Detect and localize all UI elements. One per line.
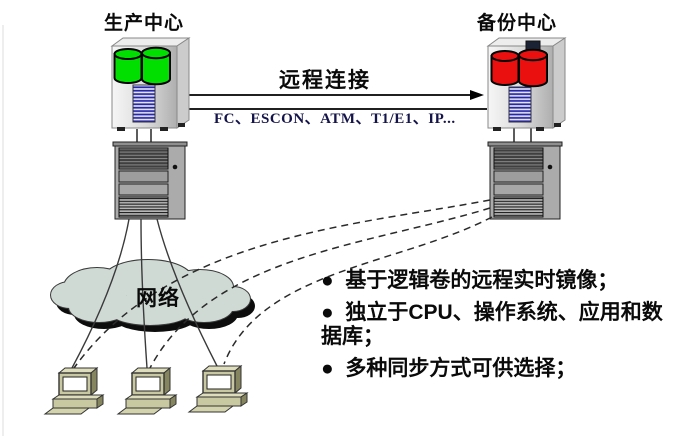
production-center-label: 生产中心 bbox=[104, 13, 185, 34]
lan-lines bbox=[71, 218, 218, 369]
remote-connection-label: 远程连接 bbox=[279, 69, 371, 92]
production-disk-cylinders bbox=[113, 46, 171, 86]
backup-center-label: 备份中心 bbox=[477, 13, 558, 34]
workstation-icon bbox=[117, 367, 177, 415]
production-storage-icon bbox=[110, 37, 191, 131]
power-button bbox=[547, 164, 553, 170]
storage-server-wires bbox=[136, 127, 532, 143]
backup-storage-icon bbox=[486, 37, 567, 131]
backup-disk-cylinders bbox=[490, 48, 548, 88]
remote-mirror-dashed-lines bbox=[73, 199, 493, 369]
workstation-icon bbox=[44, 367, 104, 415]
feature-item: ● 基于逻辑卷的远程实时镜像； bbox=[321, 269, 619, 292]
power-button bbox=[172, 164, 178, 170]
workstation-icon bbox=[188, 365, 248, 413]
network-label: 网络 bbox=[136, 287, 180, 310]
feature-item: ● 多种同步方式可供选择； bbox=[321, 357, 577, 380]
feature-item: ● 独立于CPU、操作系统、应用和数 据库； bbox=[321, 301, 663, 348]
feature-list: ● 基于逻辑卷的远程实时镜像； ● 独立于CPU、操作系统、应用和数 据库； ●… bbox=[321, 269, 681, 389]
production-server-icon bbox=[112, 141, 188, 220]
protocols-label: FC、ESCON、ATM、T1/E1、IP... bbox=[214, 111, 456, 127]
backup-server-icon bbox=[487, 141, 563, 220]
